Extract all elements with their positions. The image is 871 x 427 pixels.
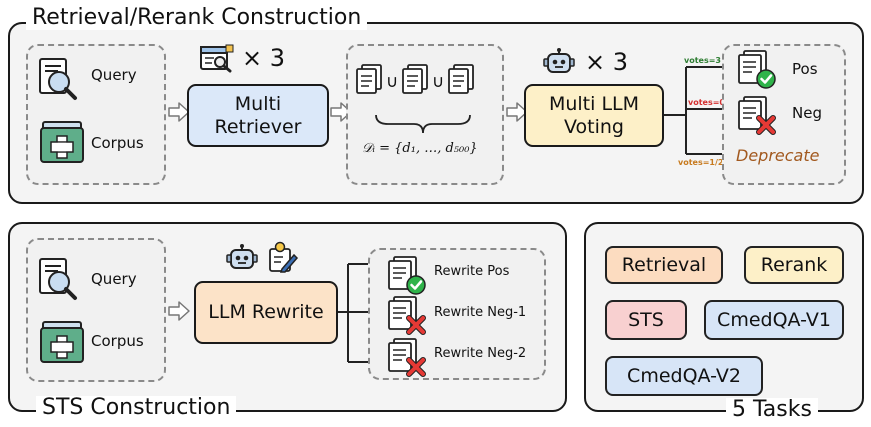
multi-retriever-line-1: Multi xyxy=(234,92,282,115)
llm-rewrite-box: LLM Rewrite xyxy=(194,281,338,344)
corpus-folder-icon xyxy=(40,321,84,363)
retrieval-query-label: Query xyxy=(91,66,137,84)
rewrite-neg-1-label: Rewrite Neg-1 xyxy=(434,305,527,320)
rewrite-neg-2-icon xyxy=(388,338,426,377)
voting-line-2: Voting xyxy=(564,115,624,138)
robot-icon xyxy=(226,244,258,269)
rewrite-pos-label: Rewrite Pos xyxy=(434,264,510,279)
arrow-icon xyxy=(168,102,190,122)
corpus-folder-icon xyxy=(40,121,84,163)
llm-multiplier: × 3 xyxy=(585,48,629,76)
rewrite-neg-1-icon xyxy=(388,296,426,335)
doc-set-formula: 𝒟ᵢ = {d₁, …, d₅₀₀} xyxy=(362,141,478,156)
sts-corpus-label: Corpus xyxy=(91,332,144,350)
union-symbol: ∪ xyxy=(432,72,445,92)
tasks-panel-title: 5 Tasks xyxy=(726,398,818,422)
task-rerank: Rerank xyxy=(744,246,844,284)
multi-llm-voting-box: Multi LLM Voting xyxy=(524,84,664,147)
votes-all-label: votes=3 xyxy=(684,56,721,65)
negative-doc-icon xyxy=(738,96,776,135)
retriever-multiplier: × 3 xyxy=(242,44,286,72)
idea-writing-icon xyxy=(269,241,299,273)
pos-label: Pos xyxy=(792,60,818,78)
union-symbol: ∪ xyxy=(386,72,399,92)
curly-brace-icon xyxy=(375,114,471,134)
document-stack-icon xyxy=(402,64,428,94)
llm-rewrite-label: LLM Rewrite xyxy=(208,301,324,323)
document-stack-icon xyxy=(448,64,474,94)
multi-retriever-line-2: Retriever xyxy=(214,115,302,138)
votes-none-label: votes=0 xyxy=(688,98,725,107)
task-sts: STS xyxy=(605,300,687,340)
task-cmedqa-v2: CmedQA-V2 xyxy=(605,356,763,396)
sts-query-label: Query xyxy=(91,270,137,288)
task-retrieval: Retrieval xyxy=(605,246,723,284)
deprecate-label: Deprecate xyxy=(736,146,820,165)
robot-icon xyxy=(543,48,575,73)
positive-doc-icon xyxy=(738,50,776,89)
query-search-icon xyxy=(39,258,77,300)
document-stack-icon xyxy=(356,64,382,94)
arrow-icon xyxy=(168,301,190,321)
retrieval-panel-title: Retrieval/Rerank Construction xyxy=(26,6,368,30)
arrow-icon xyxy=(506,102,528,122)
retrieval-corpus-label: Corpus xyxy=(91,134,144,152)
multi-retriever-box: Multi Retriever xyxy=(187,84,329,147)
query-search-icon xyxy=(39,58,77,100)
votes-partial-label: votes=1/2 xyxy=(678,158,724,167)
sts-panel-title: STS Construction xyxy=(36,396,237,420)
voting-line-1: Multi LLM xyxy=(548,92,640,115)
task-cmedqa-v1: CmedQA-V1 xyxy=(704,300,844,340)
rewrite-pos-icon xyxy=(388,256,426,295)
neg-label: Neg xyxy=(792,104,822,122)
rewrite-neg-2-label: Rewrite Neg-2 xyxy=(434,346,527,361)
retriever-icon xyxy=(200,44,234,73)
